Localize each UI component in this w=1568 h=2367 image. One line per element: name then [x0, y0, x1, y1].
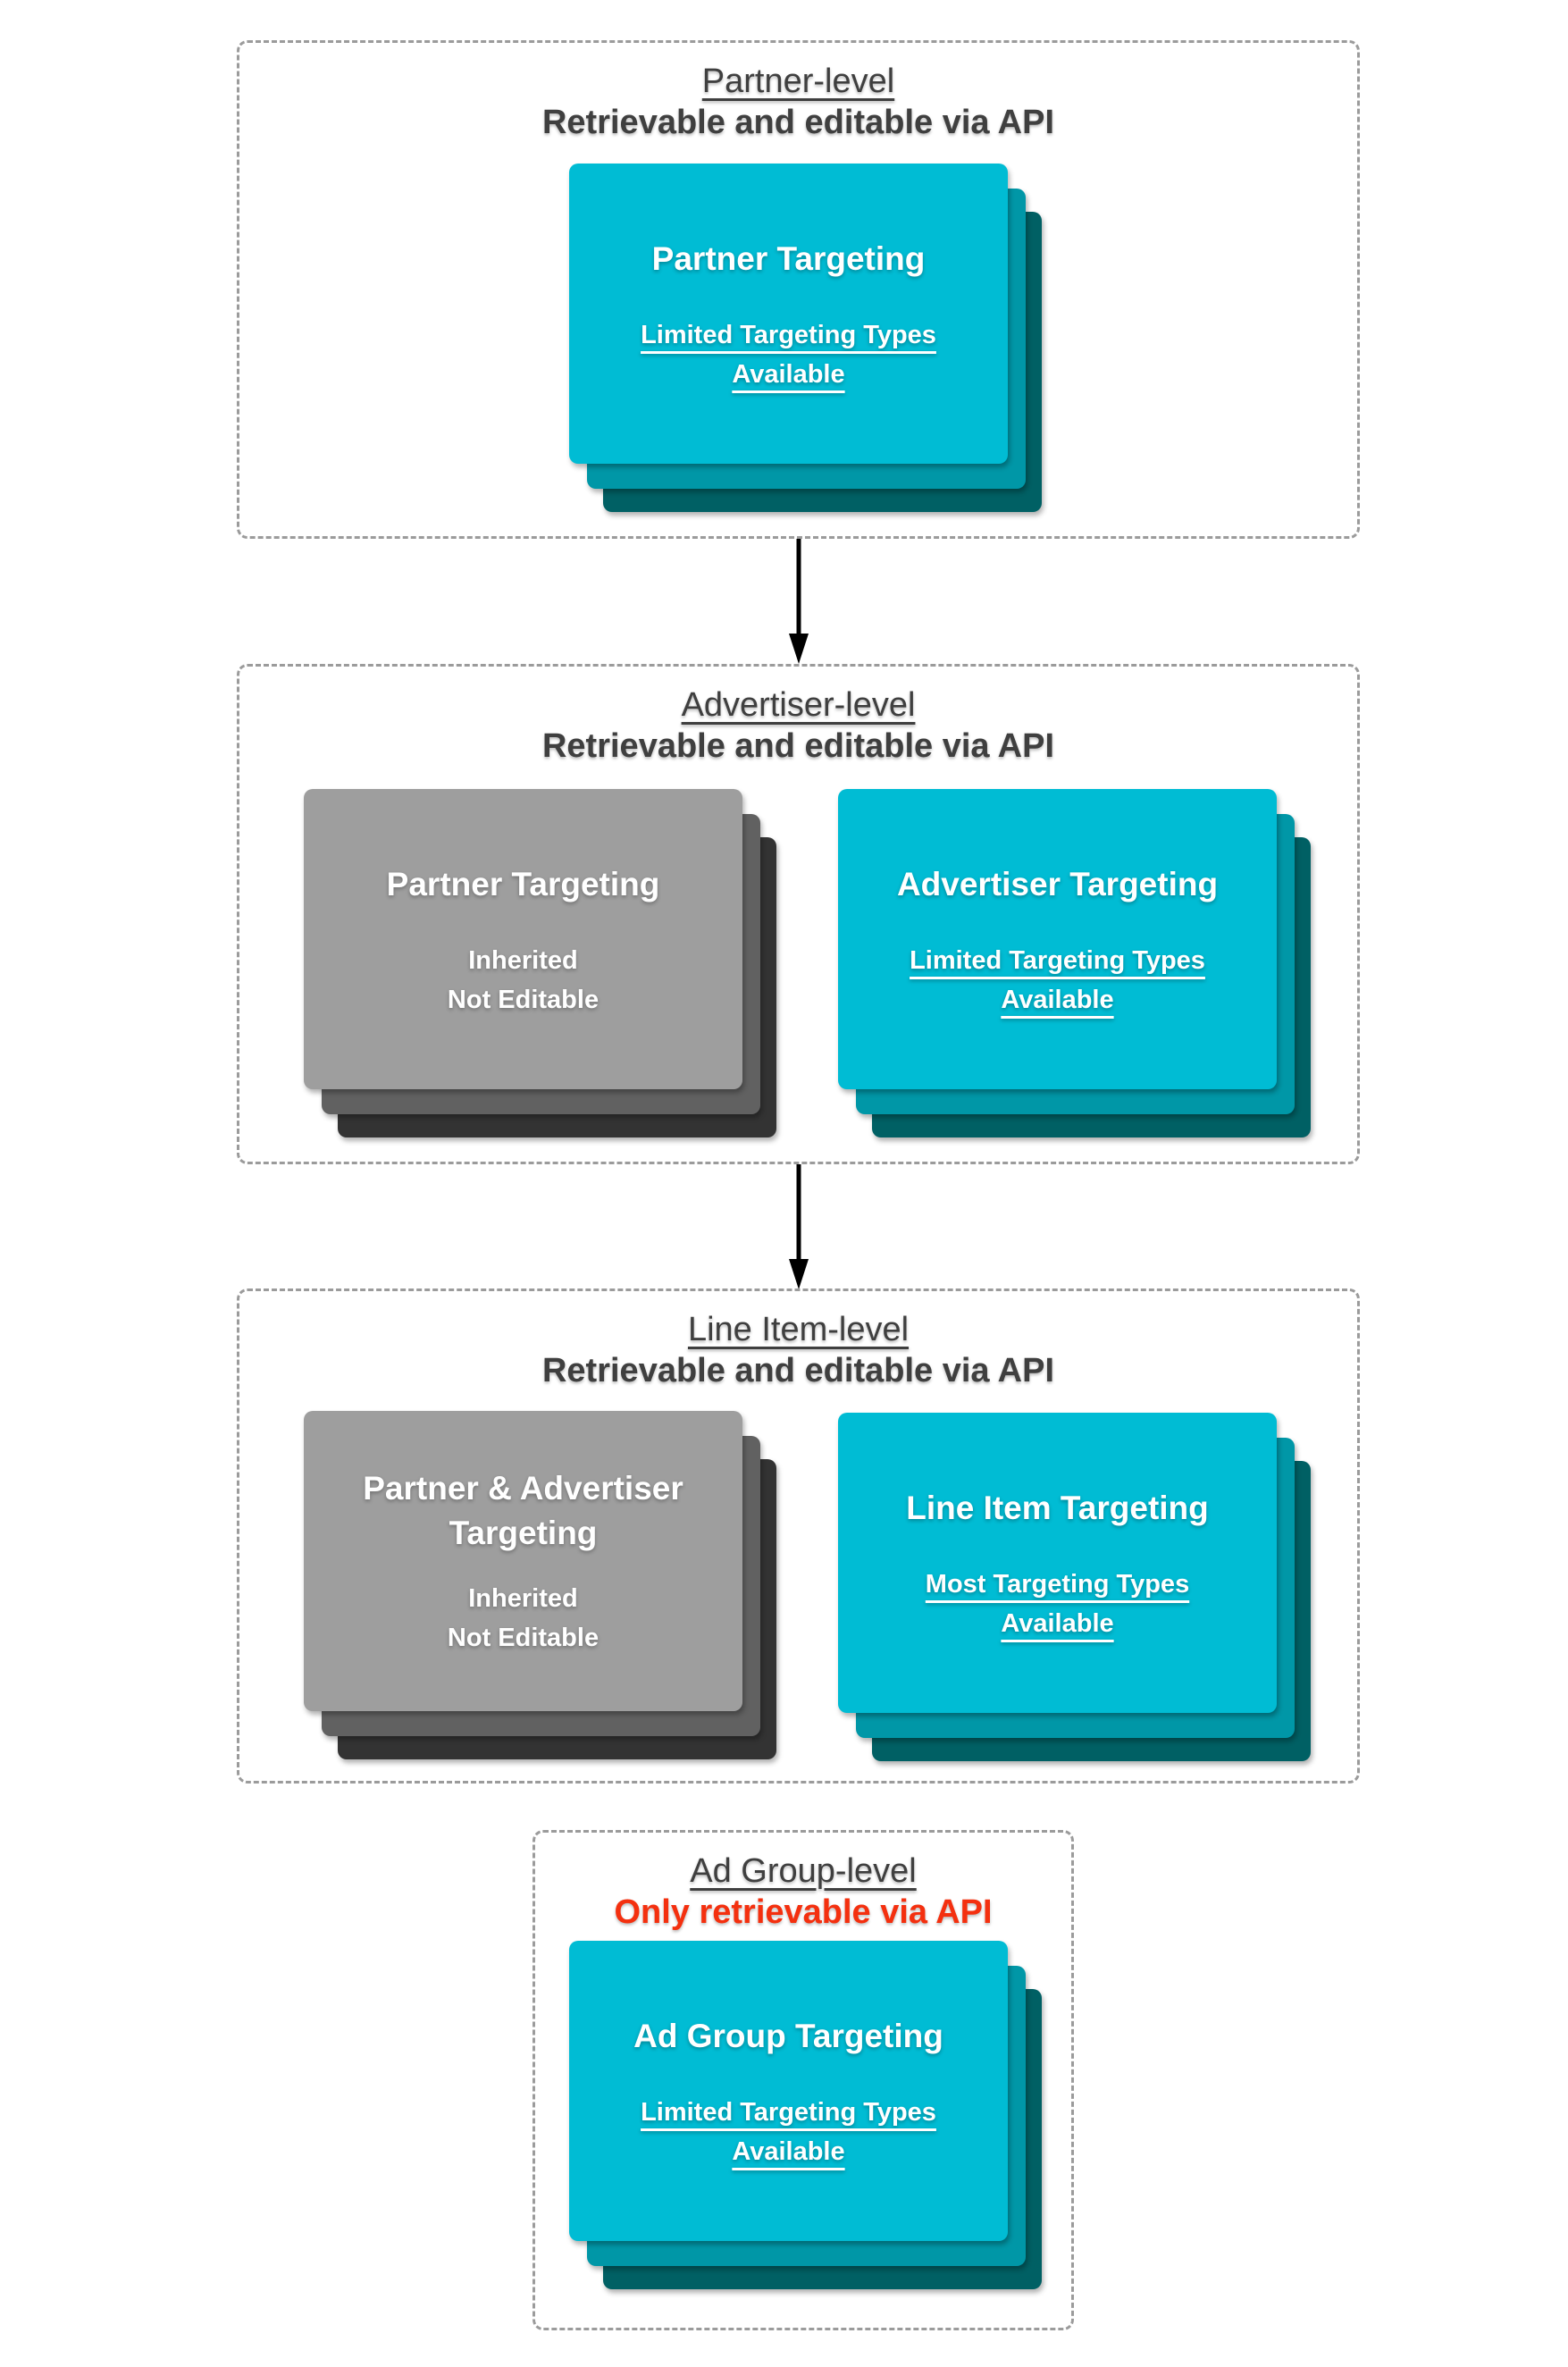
card-title-line: Targeting — [449, 1515, 598, 1551]
section-advertiser-level: Advertiser-level Retrievable and editabl… — [237, 664, 1360, 1164]
card-body-line: Available — [732, 360, 845, 389]
section-line-item-level: Line Item-level Retrievable and editable… — [237, 1288, 1360, 1784]
section-title: Partner-level — [239, 61, 1357, 102]
section-title-text: Line Item-level — [687, 1311, 910, 1348]
card-body-line: Not Editable — [447, 986, 600, 1014]
card-line-item-targeting: Line Item Targeting Most Targeting Types… — [838, 1413, 1311, 1761]
section-title-text: Advertiser-level — [681, 686, 916, 724]
card-body-line: Inherited — [468, 1584, 578, 1613]
card-title: Partner Targeting — [652, 239, 926, 279]
card-face: Ad Group Targeting Limited Targeting Typ… — [569, 1941, 1008, 2241]
card-body-line: Inherited — [468, 946, 578, 975]
section-subtitle: Retrievable and editable via API — [541, 104, 1055, 141]
card-body: Inherited Not Editable — [448, 1579, 599, 1658]
card-body: Inherited Not Editable — [448, 941, 599, 1020]
card-body: Limited Targeting Types Available — [641, 315, 936, 394]
card-ad-group-targeting: Ad Group Targeting Limited Targeting Typ… — [569, 1941, 1042, 2289]
section-header: Advertiser-level Retrievable and editabl… — [239, 667, 1357, 768]
card-title-line: Ad Group Targeting — [633, 2018, 943, 2054]
card-partner-targeting-inherited: Partner Targeting Inherited Not Editable — [304, 789, 776, 1137]
section-partner-level: Partner-level Retrievable and editable v… — [237, 40, 1360, 539]
card-advertiser-targeting: Advertiser Targeting Limited Targeting T… — [838, 789, 1311, 1137]
card-title: Partner Targeting — [387, 865, 660, 904]
card-title-line: Partner Targeting — [651, 240, 926, 277]
section-title: Advertiser-level — [239, 684, 1357, 726]
card-face: Partner Targeting Inherited Not Editable — [304, 789, 742, 1089]
card-face: Line Item Targeting Most Targeting Types… — [838, 1413, 1277, 1713]
card-body-line: Limited Targeting Types — [641, 2098, 936, 2127]
card-title: Line Item Targeting — [906, 1489, 1209, 1528]
card-partner-advertiser-targeting-inherited: Partner & Advertiser Targeting Inherited… — [304, 1411, 776, 1759]
card-body-line: Most Targeting Types — [925, 1570, 1190, 1599]
section-header: Line Item-level Retrievable and editable… — [239, 1291, 1357, 1392]
card-body: Limited Targeting Types Available — [910, 941, 1205, 1020]
section-title-text: Ad Group-level — [690, 1852, 917, 1890]
card-title: Ad Group Targeting — [633, 2017, 943, 2056]
card-body-line: Limited Targeting Types — [641, 321, 936, 349]
section-header: Partner-level Retrievable and editable v… — [239, 43, 1357, 144]
card-title-line: Partner & Advertiser — [363, 1470, 683, 1507]
card-body-line: Limited Targeting Types — [910, 946, 1205, 975]
card-title-line: Line Item Targeting — [906, 1490, 1209, 1526]
section-subtitle: Retrievable and editable via API — [541, 1352, 1055, 1389]
section-subtitle: Retrievable and editable via API — [541, 727, 1055, 765]
section-title: Ad Group-level — [535, 1851, 1071, 1892]
card-partner-targeting: Partner Targeting Limited Targeting Type… — [569, 164, 1042, 512]
card-body-line: Available — [1001, 1609, 1114, 1638]
card-body: Most Targeting Types Available — [926, 1565, 1189, 1643]
card-title: Partner & Advertiser Targeting — [363, 1466, 683, 1556]
card-face: Advertiser Targeting Limited Targeting T… — [838, 789, 1277, 1089]
card-body: Limited Targeting Types Available — [641, 2093, 936, 2171]
card-face: Partner Targeting Limited Targeting Type… — [569, 164, 1008, 464]
down-arrow-icon — [789, 1164, 809, 1289]
section-title: Line Item-level — [239, 1309, 1357, 1350]
card-title-line: Advertiser Targeting — [896, 866, 1219, 902]
card-body-line: Available — [732, 2137, 845, 2166]
down-arrow-icon — [789, 539, 809, 664]
card-body-line: Not Editable — [447, 1624, 600, 1652]
section-header: Ad Group-level Only retrievable via API — [535, 1833, 1071, 1934]
card-title-line: Partner Targeting — [386, 866, 660, 902]
section-title-text: Partner-level — [701, 63, 895, 100]
card-title: Advertiser Targeting — [897, 865, 1218, 904]
section-subtitle: Only retrievable via API — [614, 1893, 993, 1931]
section-ad-group-level: Ad Group-level Only retrievable via API … — [532, 1830, 1074, 2330]
card-body-line: Available — [1001, 986, 1114, 1014]
card-face: Partner & Advertiser Targeting Inherited… — [304, 1411, 742, 1711]
